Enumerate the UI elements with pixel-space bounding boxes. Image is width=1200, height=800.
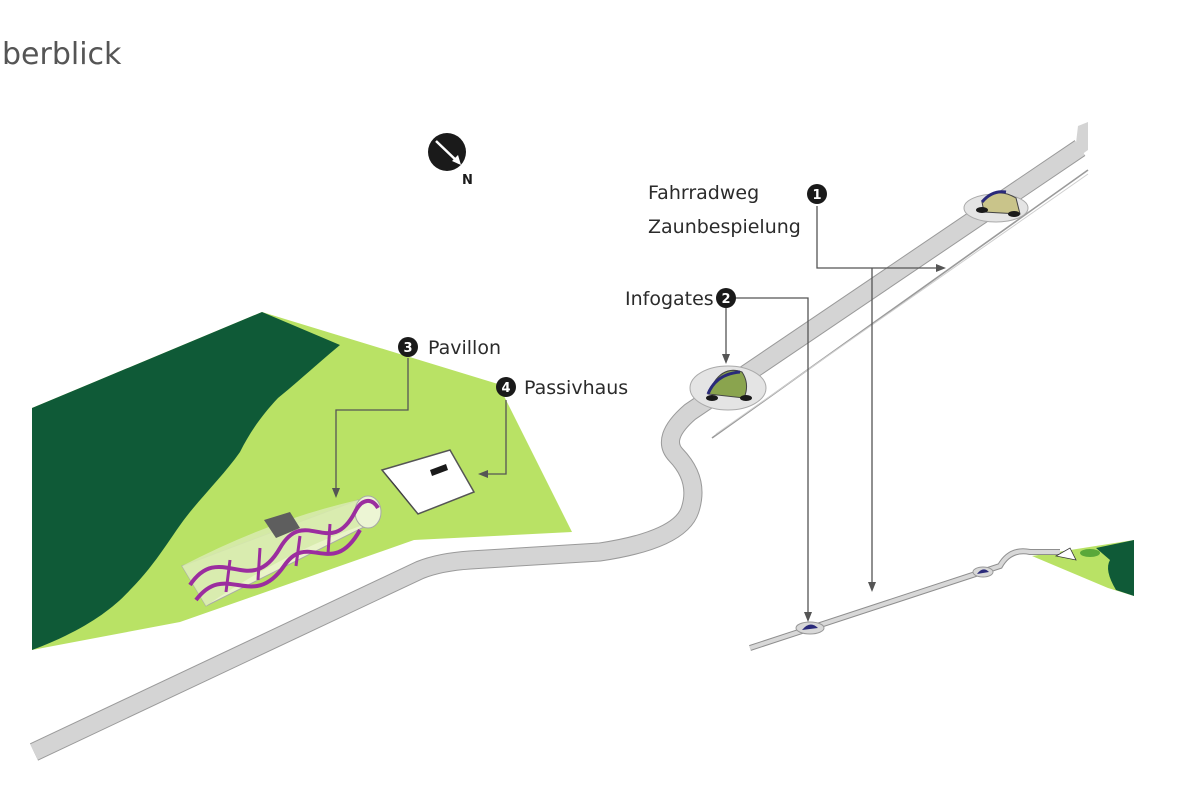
north-label: N <box>462 173 473 188</box>
leader-arrowheads <box>332 264 946 622</box>
overview-inset <box>749 540 1134 651</box>
pavillon-building <box>181 495 382 607</box>
marker-1: 1 <box>807 184 827 204</box>
leader-infogates-inset <box>735 297 809 614</box>
leader-fahrradweg <box>816 206 940 269</box>
marker-3: 3 <box>398 337 418 357</box>
leader-passivhaus <box>486 400 507 475</box>
marker-2: 2 <box>716 288 736 308</box>
svg-text:3: 3 <box>403 341 412 356</box>
label-fahrradweg: Fahrradweg <box>648 182 759 204</box>
label-passivhaus: Passivhaus <box>524 377 628 399</box>
north-arrow-icon <box>428 133 466 171</box>
fence-line-inner <box>715 173 1089 435</box>
svg-text:1: 1 <box>812 188 821 203</box>
svg-text:4: 4 <box>501 381 510 396</box>
main-path <box>29 122 1088 761</box>
woodland-area <box>32 312 340 650</box>
marker-4: 4 <box>496 377 516 397</box>
leader-lines <box>335 206 940 614</box>
label-pavillon: Pavillon <box>428 337 501 359</box>
leader-pavillon <box>335 358 409 490</box>
label-infogates: Infogates <box>625 288 714 310</box>
infogate-top <box>963 190 1029 223</box>
infogate-main <box>689 365 767 411</box>
svg-text:2: 2 <box>721 292 730 307</box>
passivhaus-building <box>380 449 476 515</box>
page-title: berblick <box>2 37 122 72</box>
label-zaunbespielung: Zaunbespielung <box>648 216 801 238</box>
